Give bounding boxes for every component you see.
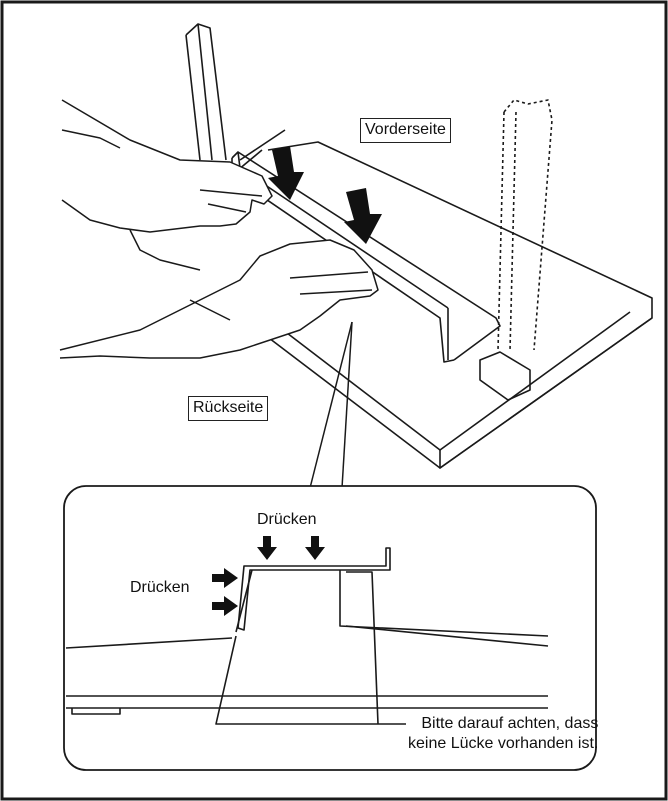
back-side-label: Rückseite — [188, 396, 269, 421]
front-side-label: Vorderseite — [360, 118, 451, 143]
gap-note-line2: keine Lücke vorhanden ist. — [408, 735, 599, 752]
gap-note: Bitte darauf achten, dass keine Lücke vo… — [408, 714, 598, 754]
press-label-left: Drücken — [130, 579, 190, 596]
hand-icon — [59, 99, 379, 359]
detail-panel — [63, 485, 597, 771]
press-label-top: Drücken — [257, 511, 317, 528]
callout-leader — [309, 321, 353, 489]
press-arrow-icon — [212, 536, 325, 616]
press-arrow-icon — [268, 146, 382, 244]
gap-note-line1: Bitte darauf achten, dass — [421, 715, 599, 732]
detail-drawing — [65, 547, 549, 725]
